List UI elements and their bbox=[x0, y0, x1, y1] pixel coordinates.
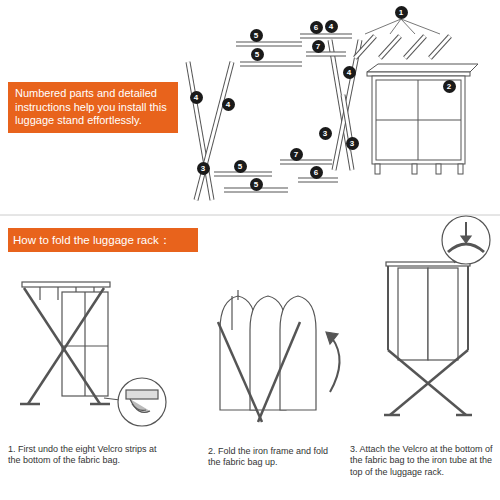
drawing-rect bbox=[367, 72, 470, 76]
drawing-line bbox=[387, 266, 389, 350]
drawing-rect bbox=[375, 164, 380, 174]
drawing-line bbox=[90, 403, 110, 406]
bar-outline bbox=[355, 36, 375, 58]
step2-drawing bbox=[218, 290, 340, 422]
banner-text: Numbered parts and detailed instructions… bbox=[15, 87, 171, 128]
callout-number: 2 bbox=[443, 80, 456, 93]
step3-drawing bbox=[384, 216, 490, 415]
bar-fill bbox=[280, 161, 332, 164]
callout-number: 1 bbox=[395, 6, 408, 19]
drawing-line bbox=[237, 290, 238, 300]
callout-number: 5 bbox=[250, 29, 263, 42]
bar-outline bbox=[196, 62, 232, 200]
bar-fill bbox=[405, 36, 425, 58]
drawing-line bbox=[376, 120, 461, 121]
drawing-circle bbox=[442, 216, 490, 264]
drawing-line bbox=[20, 403, 40, 406]
drawing-rect bbox=[372, 76, 465, 164]
drawing-rect bbox=[436, 164, 441, 174]
drawing-path bbox=[132, 404, 146, 410]
drawing-line bbox=[24, 288, 100, 404]
drawing-line bbox=[401, 19, 440, 34]
callout-number: 5 bbox=[251, 48, 264, 61]
orange-banner: Numbered parts and detailed instructions… bbox=[8, 82, 178, 133]
callout-number: 3 bbox=[346, 137, 359, 150]
leader-lines bbox=[365, 19, 440, 34]
drawing-rect bbox=[376, 80, 461, 160]
drawing-line bbox=[231, 296, 232, 330]
drawing-line bbox=[388, 350, 466, 415]
bar-outline bbox=[300, 34, 352, 39]
drawing-line bbox=[365, 19, 401, 34]
callout-number: 3 bbox=[319, 127, 332, 140]
drawing-line bbox=[39, 287, 40, 300]
bar-fill bbox=[236, 43, 302, 46]
callout-number: 7 bbox=[290, 148, 303, 161]
drawing-rect bbox=[412, 164, 417, 174]
callout-number: 4 bbox=[222, 98, 235, 111]
drawing-line bbox=[390, 350, 468, 415]
step-caption: 2. Fold the iron frame and fold the fabr… bbox=[208, 446, 340, 469]
bar-outline bbox=[430, 36, 450, 58]
banner-text: How to fold the luggage rack： bbox=[13, 233, 193, 247]
bar-fill bbox=[196, 62, 232, 200]
bar-fill bbox=[298, 179, 338, 182]
drawing-line bbox=[258, 322, 300, 422]
drawing-line bbox=[218, 322, 262, 422]
drawing-line bbox=[57, 287, 58, 300]
bar-fill bbox=[355, 36, 375, 58]
drawing-polygon bbox=[367, 64, 478, 72]
drawing-rect bbox=[398, 268, 428, 360]
callout-number: 4 bbox=[343, 66, 356, 79]
bar-fill bbox=[306, 53, 346, 56]
drawing-polygon bbox=[461, 236, 471, 243]
drawing-line bbox=[456, 414, 472, 417]
step-caption: 3. Attach the Velcro at the bottom of th… bbox=[350, 444, 496, 478]
drawing-circle bbox=[118, 378, 166, 426]
callout-number: 7 bbox=[312, 40, 325, 53]
drawing-rect bbox=[126, 390, 158, 399]
drawing-rect bbox=[428, 268, 458, 360]
separator-line bbox=[0, 215, 500, 216]
step1-drawing bbox=[20, 282, 166, 426]
bar-fill bbox=[334, 40, 360, 170]
bar-outline bbox=[405, 36, 425, 58]
bar-fill bbox=[380, 36, 400, 58]
orange-banner: How to fold the luggage rack： bbox=[8, 228, 198, 252]
drawing-path bbox=[448, 244, 484, 252]
drawing-polygon bbox=[326, 332, 338, 344]
bar-fill bbox=[430, 36, 450, 58]
drawing-path bbox=[130, 399, 150, 413]
bar-outline bbox=[334, 40, 360, 170]
drawing-path bbox=[330, 338, 340, 392]
callout-number: 5 bbox=[234, 160, 247, 173]
callout-number: 6 bbox=[310, 166, 323, 179]
callout-number: 5 bbox=[250, 178, 263, 191]
drawing-line bbox=[390, 19, 401, 34]
cabinet-drawing bbox=[367, 64, 478, 174]
callout-number: 6 bbox=[310, 21, 323, 34]
bar-fill bbox=[300, 35, 352, 38]
bar-outline bbox=[236, 42, 302, 47]
drawing-rect bbox=[22, 282, 110, 287]
drawing-line bbox=[384, 414, 400, 417]
callout-number: 4 bbox=[325, 20, 338, 33]
step-caption: 1. First undo the eight Velcro strips at… bbox=[8, 444, 168, 467]
callout-number: 4 bbox=[190, 91, 203, 104]
bar-fill bbox=[214, 173, 272, 176]
bar-outline bbox=[380, 36, 400, 58]
drawing-line bbox=[401, 19, 415, 34]
drawing-rect bbox=[458, 164, 463, 174]
callout-number: 3 bbox=[197, 162, 210, 175]
drawing-path bbox=[280, 296, 316, 410]
bar-outline bbox=[280, 160, 332, 165]
bar-fill bbox=[240, 63, 302, 66]
bar-outline bbox=[306, 52, 346, 57]
drawing-line bbox=[28, 288, 104, 404]
drawing-line bbox=[467, 266, 469, 350]
bar-outline bbox=[240, 62, 302, 67]
